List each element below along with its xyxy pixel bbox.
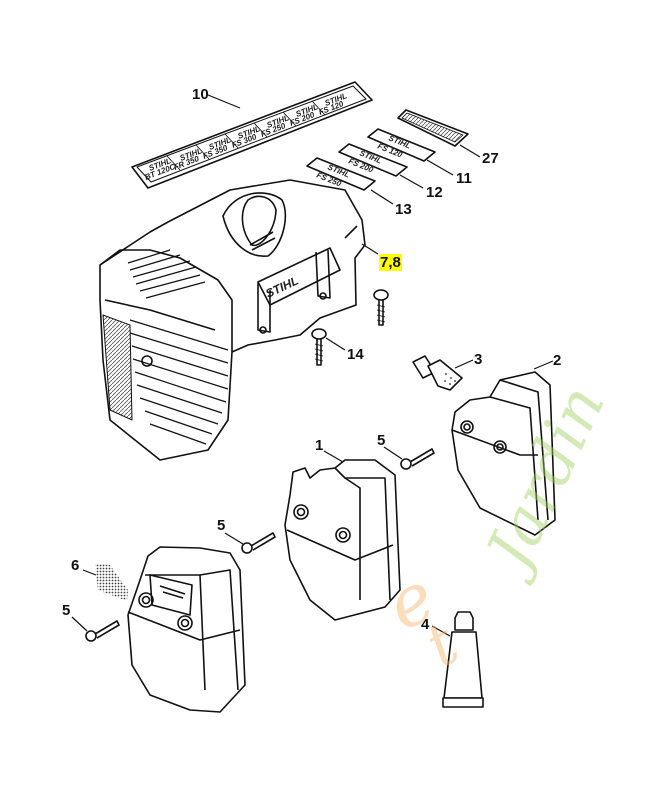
callout-2: 2 <box>553 352 562 369</box>
screw-5b <box>224 532 276 554</box>
screw-14 <box>311 328 346 366</box>
paste-tube <box>431 611 484 708</box>
screw-shroud-right <box>373 289 389 326</box>
callout-10: 10 <box>192 86 209 103</box>
muffler-right <box>451 360 556 536</box>
callout-14: 14 <box>347 346 364 363</box>
callout-11: 11 <box>456 170 472 187</box>
callout-5a: 5 <box>377 432 386 449</box>
screen <box>82 563 128 601</box>
muffler-left <box>127 546 246 713</box>
shroud: STIHL <box>99 179 366 461</box>
callout-7-8: 7,8 <box>379 254 402 271</box>
screw-5a <box>383 446 435 470</box>
callout-6: 6 <box>71 557 80 574</box>
callout-3: 3 <box>474 351 483 368</box>
small-decals <box>306 128 454 205</box>
callout-4: 4 <box>421 616 430 633</box>
callout-13: 13 <box>395 201 412 218</box>
spark-arrestor-fitting <box>412 355 474 391</box>
callout-1: 1 <box>315 437 324 454</box>
callout-5b: 5 <box>217 517 226 534</box>
decal-sheet <box>131 81 373 189</box>
callout-5c: 5 <box>62 602 71 619</box>
grille-plate <box>397 109 481 158</box>
muffler-center <box>284 450 401 621</box>
callout-27: 27 <box>482 150 499 167</box>
callout-12: 12 <box>426 184 443 201</box>
screw-5c <box>71 616 120 642</box>
